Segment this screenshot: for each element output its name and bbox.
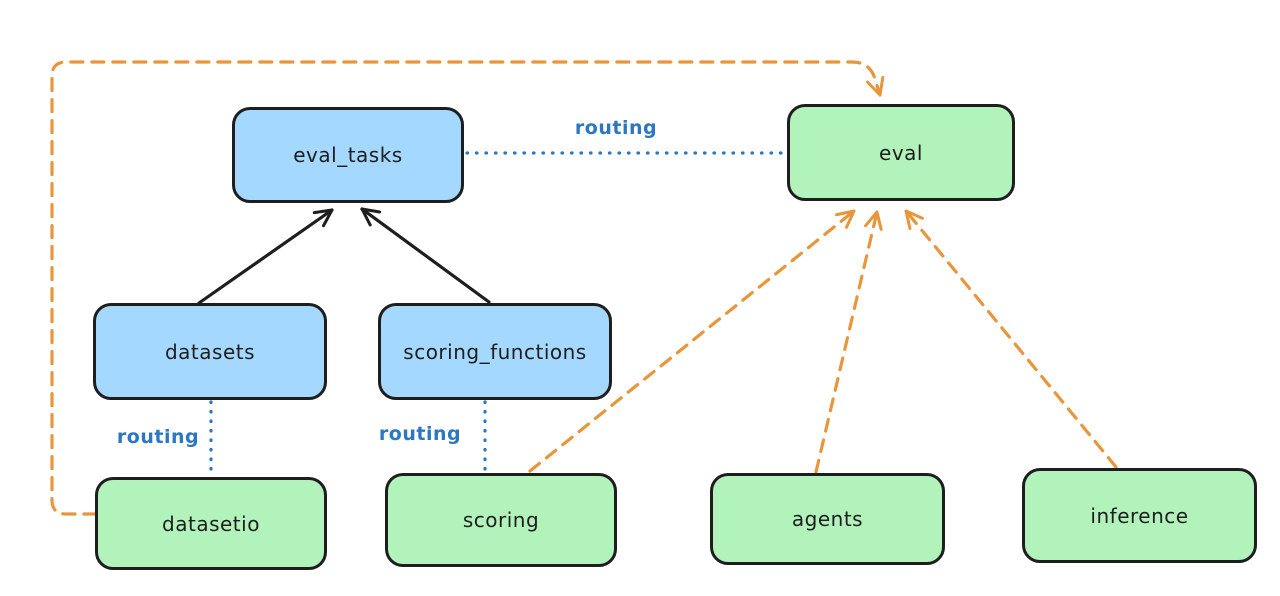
node-label: inference	[1090, 503, 1189, 528]
node-label: eval_tasks	[293, 143, 403, 167]
edge-label-routing-scoring_functions-scoring: routing	[378, 423, 462, 445]
node-label: datasets	[164, 339, 256, 364]
node-label: scoring_functions	[403, 339, 587, 364]
edge-label-routing-eval_tasks-eval: routing	[574, 117, 658, 139]
node-inference: inference	[1022, 468, 1257, 563]
node-label: datasetio	[162, 511, 260, 536]
edge-datasets-eval_tasks	[197, 208, 334, 305]
node-datasetio: datasetio	[95, 477, 327, 570]
node-label: agents	[791, 507, 864, 531]
edge-label-routing-datasets-datasetio: routing	[116, 426, 200, 448]
edge-inference-eval	[904, 209, 1118, 469]
node-agents: agents	[710, 473, 945, 565]
node-scoring-functions: scoring_functions	[378, 303, 612, 400]
edge-agents-eval	[814, 210, 883, 474]
node-eval: eval	[787, 104, 1015, 201]
node-eval-tasks: eval_tasks	[232, 107, 464, 203]
edge-datasetio-eval	[50, 60, 885, 516]
edge-scoring_functions-eval_tasks	[360, 207, 491, 304]
edge-scoring-eval	[528, 209, 856, 473]
node-scoring: scoring	[385, 473, 617, 567]
node-datasets: datasets	[93, 303, 327, 400]
node-label: scoring	[462, 508, 540, 532]
node-label: eval	[879, 140, 923, 165]
